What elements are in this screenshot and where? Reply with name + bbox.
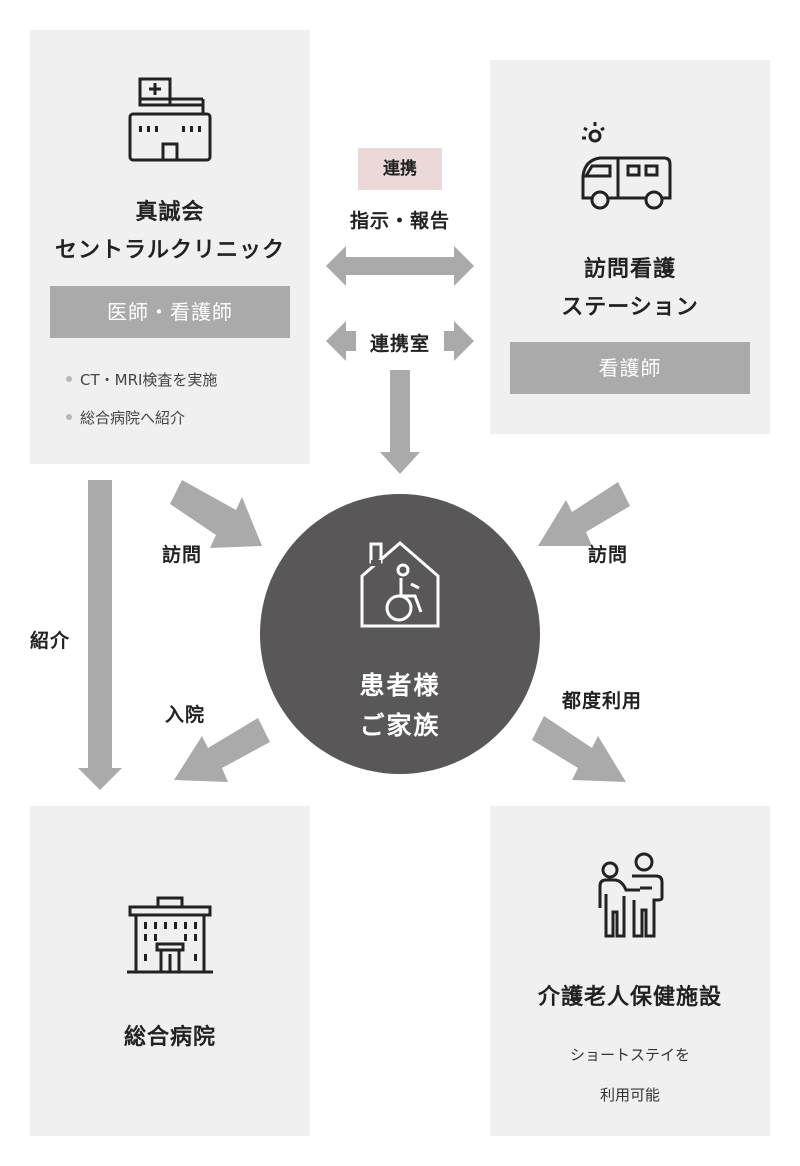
- station-name-line2: ステーション: [561, 295, 699, 320]
- admission-arrow: [174, 718, 270, 782]
- clinic-visit-label: 訪問: [162, 544, 203, 566]
- as-needed-label: 都度利用: [562, 690, 643, 712]
- clinic-name-line2: セントラルクリニック: [54, 238, 285, 263]
- patient-circle: 患者様 ご家族: [260, 494, 540, 774]
- link-office-label: 連携室: [369, 333, 430, 355]
- instruction-double-arrow: [326, 246, 474, 286]
- clinic-panel: 真誠会 セントラルクリニック 医師・看護師 CT・MRI検査を実施 総合病院へ紹…: [30, 30, 310, 464]
- care-facility-note-line2: 利用可能: [599, 1086, 660, 1104]
- caregiver-elderly-icon: [598, 852, 664, 938]
- instruction-report-label: 指示・報告: [349, 210, 450, 232]
- visiting-van-icon: [581, 122, 672, 210]
- link-badge: 連携: [358, 148, 442, 190]
- clinic-role-bar: 医師・看護師: [50, 286, 290, 338]
- station-name-line1: 訪問看護: [583, 257, 676, 282]
- clinic-name-line1: 真誠会: [135, 200, 205, 225]
- referral-down-arrow: [78, 480, 122, 790]
- patient-line1: 患者様: [359, 671, 441, 700]
- clinic-bullet-1-text: CT・MRI検査を実施: [80, 371, 218, 389]
- care-facility-name: 介護老人保健施設: [537, 985, 722, 1010]
- care-facility-note-line1: ショートステイを: [569, 1046, 690, 1064]
- clinic-visit-arrow: [170, 480, 262, 548]
- patient-line2: ご家族: [359, 711, 441, 740]
- care-facility-panel: 介護老人保健施設 ショートステイを 利用可能: [490, 806, 770, 1136]
- office-arrow-right: [444, 321, 474, 361]
- clinic-bullet-1: CT・MRI検査を実施: [66, 370, 217, 390]
- admission-label: 入院: [165, 704, 206, 726]
- down-arrow-to-patient: [380, 370, 420, 474]
- station-visit-arrow: [538, 482, 630, 546]
- referral-label: 紹介: [30, 630, 71, 652]
- clinic-building-icon: [128, 77, 212, 162]
- as-needed-arrow: [532, 716, 626, 782]
- office-arrow-left: [326, 321, 356, 361]
- station-visit-label: 訪問: [588, 544, 629, 566]
- hospital-building-icon: [127, 896, 213, 974]
- clinic-bullet-2: 総合病院へ紹介: [66, 408, 185, 428]
- station-role-bar: 看護師: [510, 342, 750, 394]
- wheelchair-home-icon: [360, 541, 440, 628]
- clinic-bullet-2-text: 総合病院へ紹介: [80, 409, 186, 427]
- nursing-station-panel: 訪問看護 ステーション 看護師: [490, 60, 770, 434]
- hospital-panel: 総合病院: [30, 806, 310, 1136]
- hospital-name: 総合病院: [123, 1025, 216, 1050]
